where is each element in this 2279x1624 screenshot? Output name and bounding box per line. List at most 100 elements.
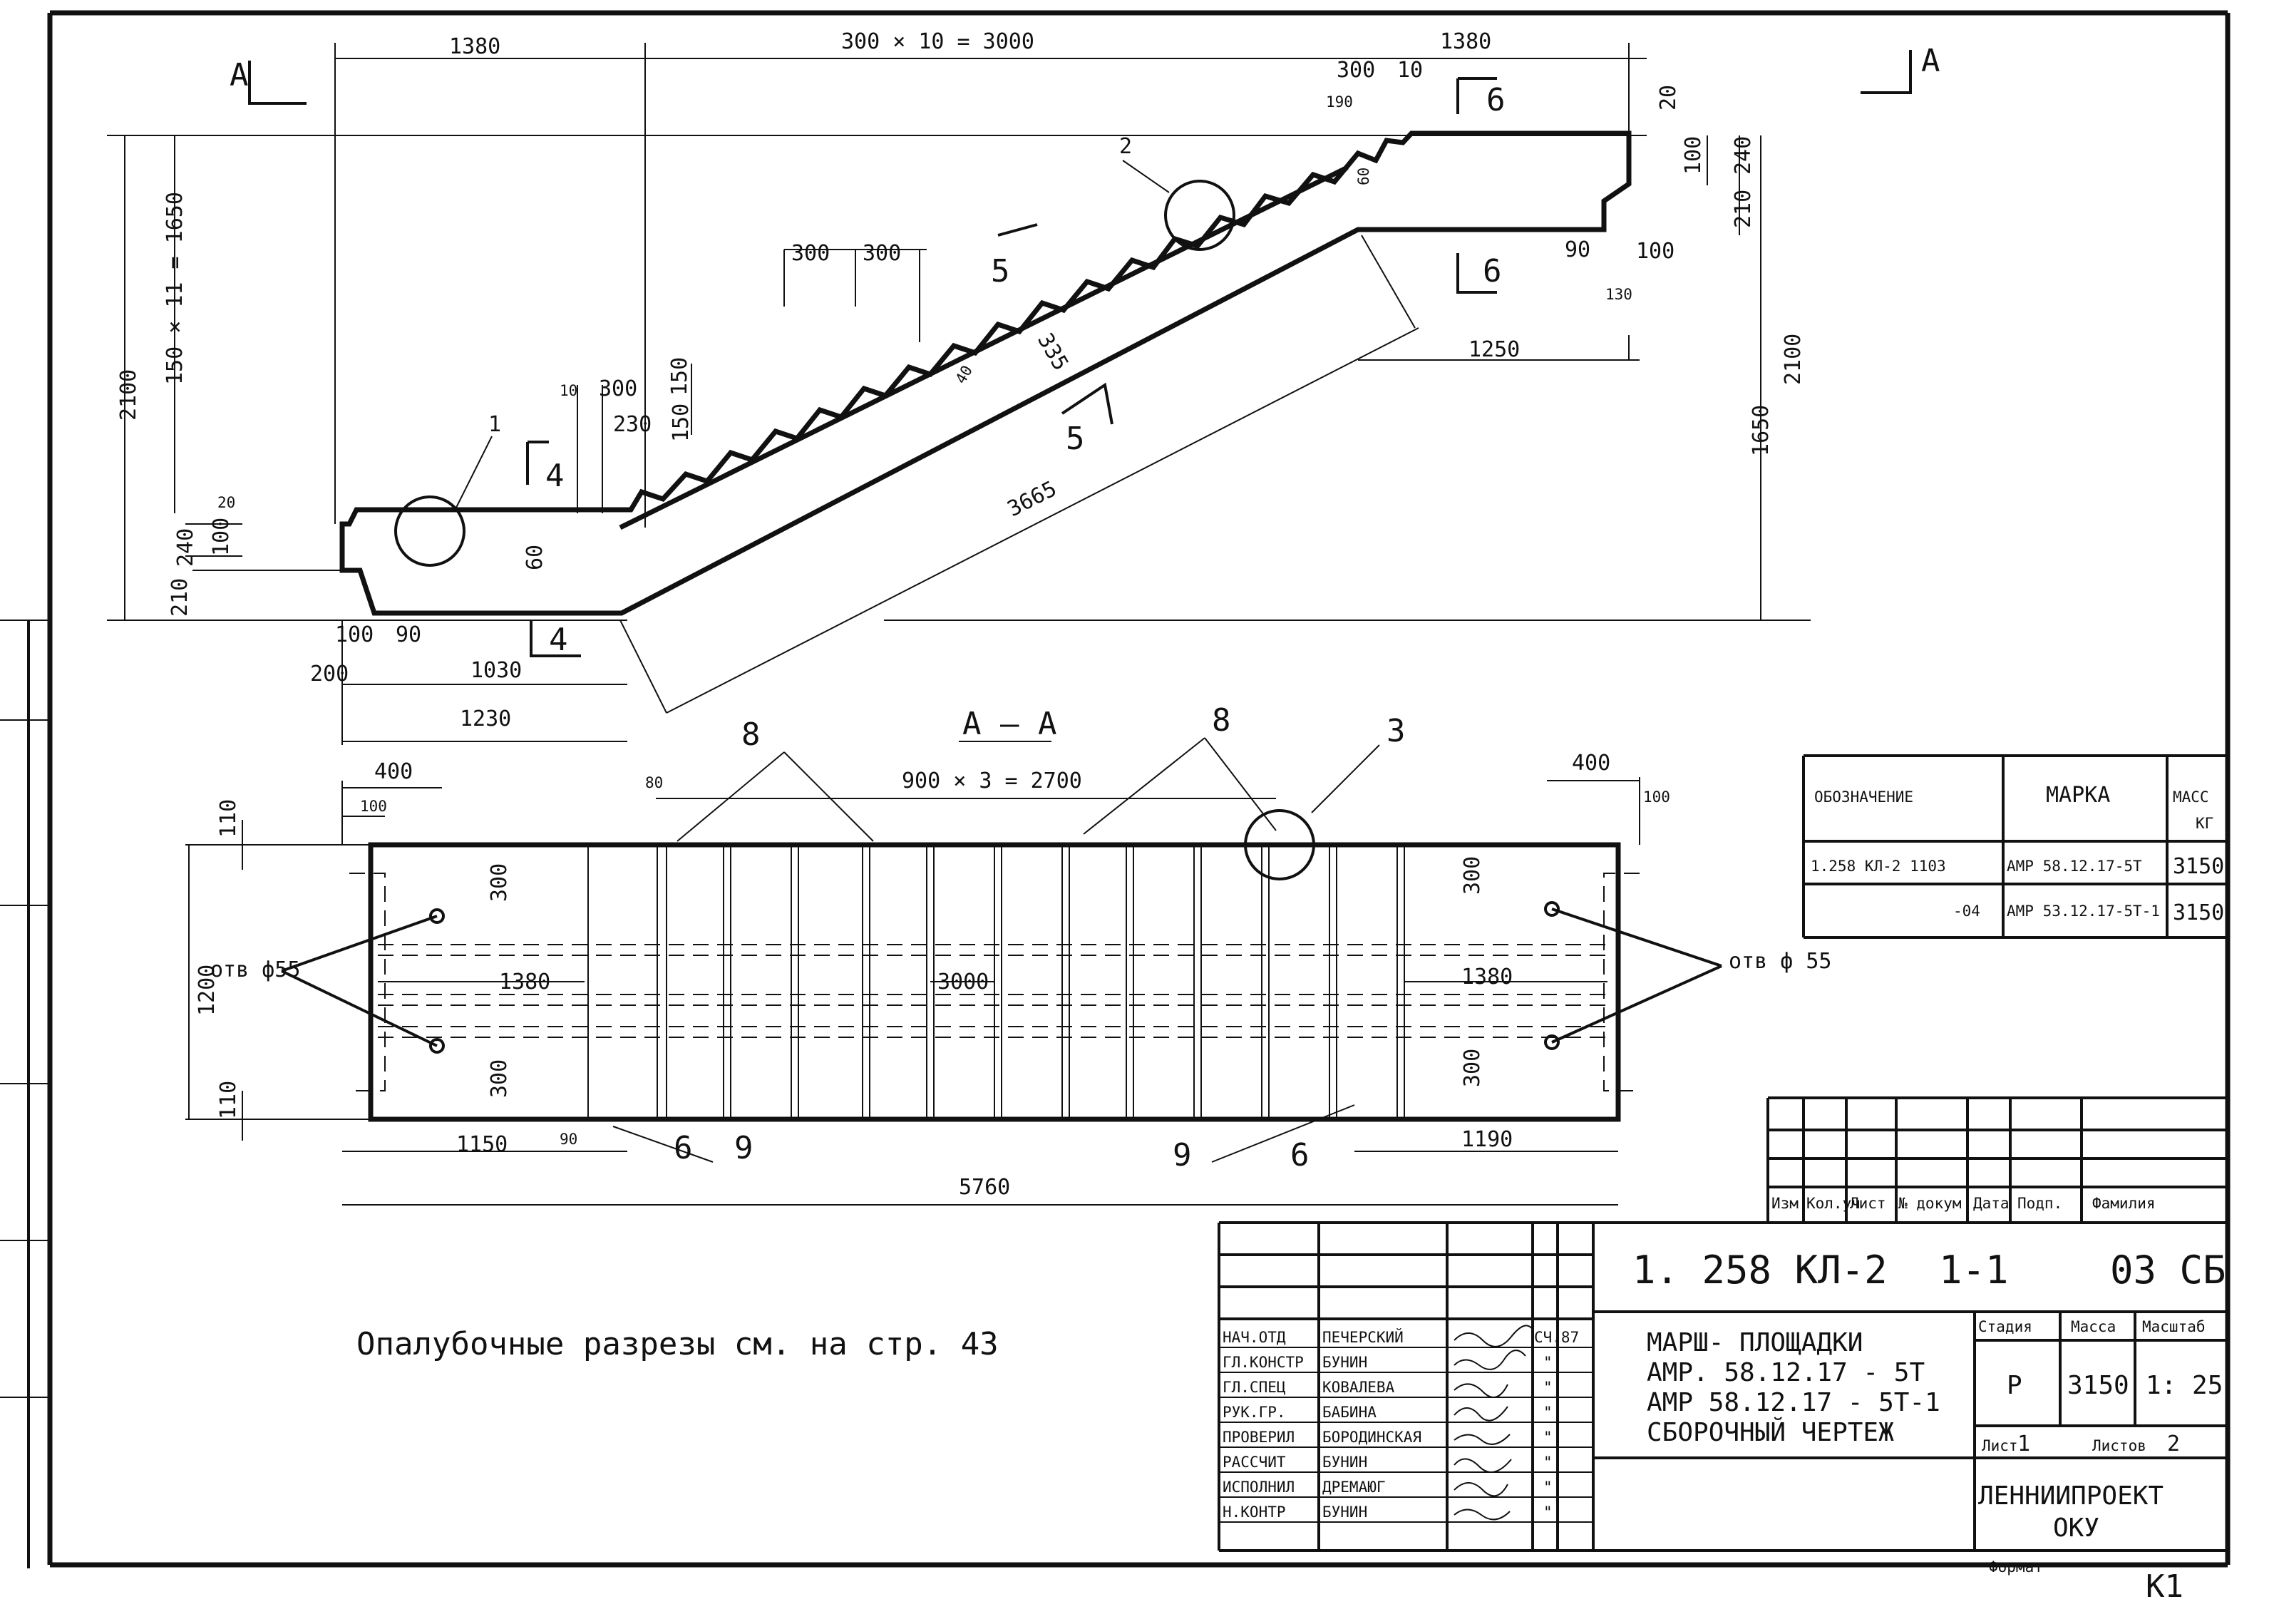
callout-6-right: 6 bbox=[1290, 1137, 1310, 1173]
section-a-marker-right: A bbox=[1921, 43, 1940, 79]
dim-plan-300-d: 300 bbox=[1460, 1049, 1485, 1087]
sig-role-6: РАССЧИТ bbox=[1223, 1454, 1286, 1471]
sig-date-3: " bbox=[1543, 1379, 1553, 1396]
sheets-count: 2 bbox=[2167, 1432, 2180, 1456]
holes-d55 bbox=[281, 901, 1722, 1054]
plan-section-a-a: А – А 400 100 80 900 × 3 = 2700 400 100 … bbox=[185, 702, 1832, 1206]
rev-header-sign: Подп. bbox=[2017, 1195, 2062, 1212]
section-cut-6-lower: 6 bbox=[1483, 253, 1502, 289]
plan-outline bbox=[368, 842, 1621, 1122]
dim-90-right: 90 bbox=[1565, 237, 1590, 262]
dim-plan-110-top: 110 bbox=[216, 799, 241, 838]
sig-date-4: " bbox=[1543, 1404, 1553, 1421]
callout-9-right: 9 bbox=[1173, 1137, 1192, 1173]
sig-name-4: БАБИНА bbox=[1322, 1404, 1377, 1421]
sig-role-4: РУК.ГР. bbox=[1223, 1404, 1286, 1421]
spec-row1-designation: 1.258 КЛ-2 1103 bbox=[1811, 858, 1946, 875]
hole-label-left: отв ф55 bbox=[210, 957, 300, 982]
sheet-ref: 1-1 bbox=[1939, 1248, 2009, 1292]
dim-130: 130 bbox=[1605, 286, 1632, 303]
sig-role-5: ПРОВЕРИЛ bbox=[1223, 1429, 1295, 1446]
dim-step-300-c: 300 bbox=[599, 376, 637, 401]
dim-step-300-a: 300 bbox=[791, 241, 830, 266]
rev-header-count: Кол.уч bbox=[1806, 1195, 1861, 1212]
dim-plan-1150: 1150 bbox=[456, 1132, 508, 1157]
section-a-marker-left: A bbox=[230, 57, 249, 93]
sig-date-1: СЧ.87 bbox=[1534, 1329, 1579, 1346]
dim-riser-150-b: 150 bbox=[669, 404, 694, 442]
dim-335: 335 bbox=[1032, 329, 1073, 375]
description-line-4: СБОРОЧНЫЙ ЧЕРТЕЖ bbox=[1647, 1417, 1894, 1447]
dim-100-bottom: 100 bbox=[335, 622, 374, 647]
dim-plan-300-b: 300 bbox=[487, 1059, 512, 1098]
dim-60-upper: 60 bbox=[1355, 168, 1372, 185]
spec-row1-mass: 3150 bbox=[2173, 854, 2224, 879]
spec-header-designation: ОБОЗНАЧЕНИЕ bbox=[1814, 788, 1913, 806]
dim-plan-1380-left: 1380 bbox=[499, 970, 550, 995]
sheets-label: Листов bbox=[2092, 1437, 2146, 1454]
drawing-stamp: 03 СБ bbox=[2110, 1248, 2226, 1292]
callout-2: 2 bbox=[1119, 134, 1132, 159]
sig-name-5: БОРОДИНСКАЯ bbox=[1322, 1429, 1421, 1446]
dim-2100-left: 2100 bbox=[116, 369, 141, 421]
sig-name-7: ДРЕМАЮГ bbox=[1322, 1479, 1386, 1496]
dim-90-bottom: 90 bbox=[396, 622, 421, 647]
spec-row2-designation: -04 bbox=[1953, 903, 1980, 920]
dim-60-left: 60 bbox=[523, 545, 547, 570]
title-block: Изм Кол.уч Лист № докум Дата Подп. Фамил… bbox=[1218, 1096, 2228, 1605]
callout-3: 3 bbox=[1387, 713, 1406, 749]
flight-outline bbox=[339, 130, 1632, 616]
rev-header-change: Изм bbox=[1771, 1195, 1799, 1212]
dim-100-right: 100 bbox=[1681, 136, 1706, 175]
plan-title: А – А bbox=[962, 706, 1056, 742]
organization-unit: ОКУ bbox=[2053, 1513, 2099, 1543]
dim-plan-110-bottom: 110 bbox=[216, 1081, 241, 1119]
dim-top-left: 1380 bbox=[449, 34, 500, 59]
dim-step-300-b: 300 bbox=[863, 241, 901, 266]
specification-table: ОБОЗНАЧЕНИЕ МАРКА МАСС КГ 1.258 КЛ-2 110… bbox=[1802, 754, 2228, 939]
dim-plan-80: 80 bbox=[645, 774, 663, 791]
dim-top-right: 1380 bbox=[1440, 29, 1491, 54]
section-cut-4-upper: 4 bbox=[545, 458, 565, 494]
dim-100-right-b: 100 bbox=[1636, 239, 1674, 264]
spec-header-mark: МАРКА bbox=[2046, 783, 2110, 808]
note-formwork-sections: Опалубочные разрезы см. на стр. 43 bbox=[356, 1326, 999, 1362]
spec-row1-mark: АМР 58.12.17-5Т bbox=[2007, 858, 2142, 875]
sig-role-7: ИСПОЛНИЛ bbox=[1223, 1479, 1295, 1496]
callout-1: 1 bbox=[488, 412, 501, 437]
drawing-code: 1. 258 КЛ-2 bbox=[1632, 1248, 1888, 1292]
dim-1650-right: 1650 bbox=[1749, 405, 1774, 456]
dim-10-left: 10 bbox=[560, 382, 577, 399]
sig-date-8: " bbox=[1543, 1504, 1553, 1521]
sig-name-2: БУНИН bbox=[1322, 1354, 1367, 1371]
dim-plan-1200: 1200 bbox=[195, 965, 220, 1016]
sig-name-1: ПЕЧЕРСКИЙ bbox=[1322, 1328, 1404, 1346]
dim-240-right: 240 bbox=[1731, 136, 1756, 175]
sig-name-3: КОВАЛЕВА bbox=[1322, 1379, 1395, 1396]
dim-plan-2700: 900 × 3 = 2700 bbox=[902, 769, 1082, 793]
stair-elevation: A A 1380 300 × 10 = 3000 1380 300 10 1 90… bbox=[107, 29, 1940, 745]
sheet-label: Лист bbox=[1982, 1437, 2018, 1454]
rev-header-doc: № докум bbox=[1898, 1195, 1962, 1212]
sig-role-8: Н.КОНТР bbox=[1223, 1504, 1286, 1521]
dim-plan-1380-right: 1380 bbox=[1461, 965, 1513, 990]
mass-value: 3150 bbox=[2067, 1371, 2129, 1400]
dim-top-mid: 300 × 10 = 3000 bbox=[841, 29, 1034, 54]
dim-100-left: 100 bbox=[209, 518, 234, 556]
sheet-frame bbox=[0, 10, 2231, 1568]
sig-date-6: " bbox=[1543, 1454, 1553, 1471]
rebar-dashed bbox=[349, 873, 1640, 1091]
spec-header-kg: КГ bbox=[2196, 815, 2213, 832]
sig-name-6: БУНИН bbox=[1322, 1454, 1367, 1471]
scale-value: 1: 25 bbox=[2146, 1371, 2223, 1400]
dim-plan-400-right: 400 bbox=[1572, 751, 1610, 776]
dim-210-right: 210 bbox=[1731, 190, 1756, 228]
sig-role-1: НАЧ.ОТД bbox=[1223, 1329, 1286, 1346]
rev-header-name: Фамилия bbox=[2092, 1195, 2156, 1212]
dim-plan-300-a: 300 bbox=[487, 863, 512, 902]
section-cut-5-lower: 5 bbox=[1066, 421, 1085, 457]
dim-step-300-top: 300 bbox=[1337, 58, 1375, 83]
sheet-number: 1 bbox=[2017, 1432, 2030, 1456]
sig-date-7: " bbox=[1543, 1479, 1553, 1496]
